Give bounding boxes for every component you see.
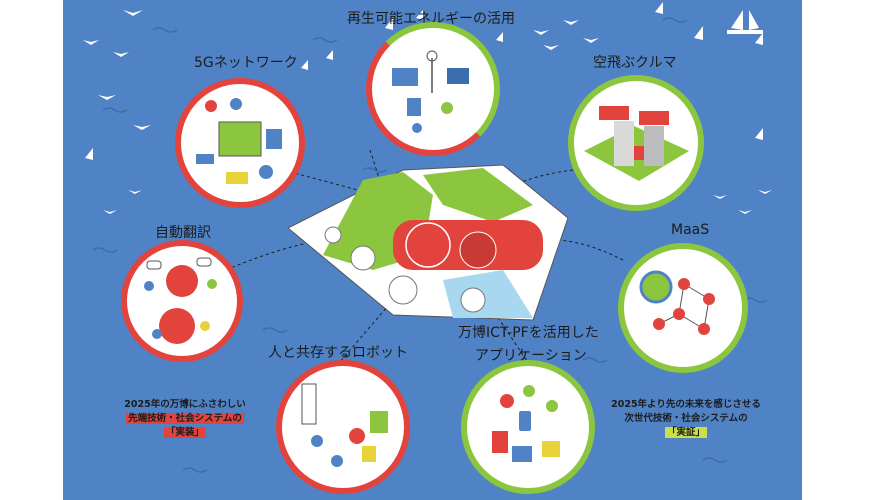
renewable-energy-circle [366, 22, 500, 156]
ict-application-icon [492, 385, 560, 462]
sailboats [85, 2, 763, 160]
flying-car-icon [584, 106, 689, 181]
label-robot: 人と共存するロボット [268, 345, 408, 361]
left-caption-line3: 「実装」 [110, 426, 260, 440]
5g-network-circle [175, 78, 305, 208]
label-auto-translation: 自動翻訳 [155, 225, 211, 241]
label-maas: MaaS [671, 222, 710, 238]
right-caption-line3-text: 「実証」 [664, 427, 707, 438]
right-caption-line1: 2025年より先の未来を感じさせる [611, 399, 761, 410]
robot-icon [301, 383, 388, 467]
label-flying-car: 空飛ぶクルマ [593, 55, 677, 71]
label-5g-network: 5Gネットワーク [194, 55, 298, 71]
auto-translation-circle [121, 240, 243, 362]
left-caption-line1: 2025年の万博にふさわしい [124, 399, 246, 410]
label-renewable-energy: 再生可能エネルギーの活用 [347, 11, 515, 27]
robot-circle [276, 360, 410, 494]
left-caption-line3-text: 「実装」 [163, 427, 206, 438]
5g-network-icon [196, 98, 282, 184]
renewable-energy-icon [392, 50, 469, 133]
left-caption-line2-text: 先端技術・社会システムの [126, 413, 244, 424]
right-caption-line3: 「実証」 [601, 426, 771, 440]
birds [83, 10, 772, 214]
flying-car-circle [568, 75, 704, 211]
right-caption: 2025年より先の未来を感じさせる 次世代技術・社会システムの 「実証」 [601, 398, 771, 440]
label-ict-line2: アプリケーション [475, 348, 587, 364]
left-caption: 2025年の万博にふさわしい 先端技術・社会システムの 「実装」 [110, 398, 260, 440]
label-ict-line1: 万博ICT-PFを活用した [458, 325, 599, 341]
illustration-canvas [83, 2, 772, 473]
maas-circle [618, 243, 748, 373]
right-caption-line2: 次世代技術・社会システムの [624, 413, 748, 424]
expo-island [287, 164, 569, 321]
auto-translation-icon [144, 257, 217, 344]
sea-background: 再生可能エネルギーの活用 5Gネットワーク 空飛ぶクルマ 自動翻訳 MaaS 人… [63, 0, 802, 500]
left-caption-line2: 先端技術・社会システムの [110, 412, 260, 426]
ict-application-circle [461, 360, 595, 494]
maas-icon [639, 270, 715, 335]
